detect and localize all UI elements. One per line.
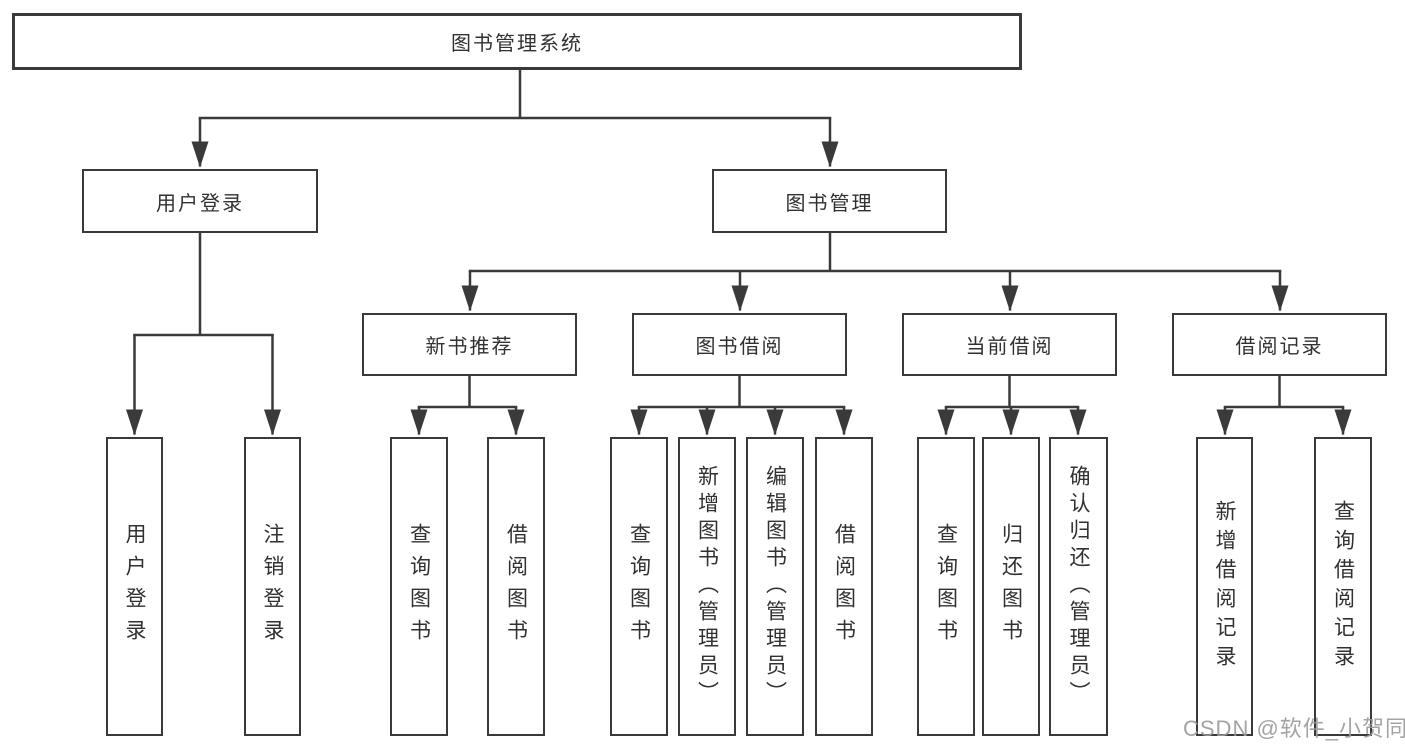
node-leaf-query-borrow-record: 查询借阅记录 [1314, 437, 1372, 736]
node-library-management-system: 图书管理系统 [12, 13, 1022, 70]
csdn-watermark: CSDN @软件_小贺同学 [1183, 716, 1405, 741]
connector-user-login-branch [126, 233, 281, 436]
connector-current-borrow-branch [937, 376, 1087, 436]
node-leaf-return-book: 归还图书 [982, 437, 1040, 736]
node-new-book-recommend: 新书推荐 [362, 313, 577, 376]
node-leaf-edit-book-admin: 编辑图书（管理员） [746, 437, 804, 736]
node-current-borrow: 当前借阅 [902, 313, 1117, 376]
node-borrow-records: 借阅记录 [1172, 313, 1387, 376]
node-leaf-add-borrow-record: 新增借阅记录 [1196, 437, 1253, 736]
node-leaf-confirm-return-admin: 确认归还（管理员） [1049, 437, 1108, 736]
node-leaf-borrow-book-recommend: 借阅图书 [487, 437, 545, 736]
node-leaf-query-book-borrow: 查询图书 [610, 437, 668, 736]
node-leaf-add-book-admin: 新增图书（管理员） [678, 437, 736, 736]
node-leaf-query-book-recommend: 查询图书 [390, 437, 448, 736]
node-leaf-borrow-book: 借阅图书 [815, 437, 873, 736]
connector-book-borrow-branch [630, 376, 853, 436]
connector-root-to-level1 [191, 69, 839, 168]
node-leaf-logout: 注销登录 [244, 437, 301, 736]
connector-new-book-branch [410, 376, 525, 436]
node-book-management: 图书管理 [712, 169, 947, 233]
node-leaf-user-login: 用户登录 [106, 437, 163, 736]
connector-borrow-records-branch [1216, 376, 1352, 436]
connector-book-management-to-level2 [461, 233, 1289, 312]
node-book-borrow: 图书借阅 [632, 313, 847, 376]
node-user-login: 用户登录 [82, 169, 318, 233]
node-leaf-query-book-current: 查询图书 [917, 437, 975, 736]
